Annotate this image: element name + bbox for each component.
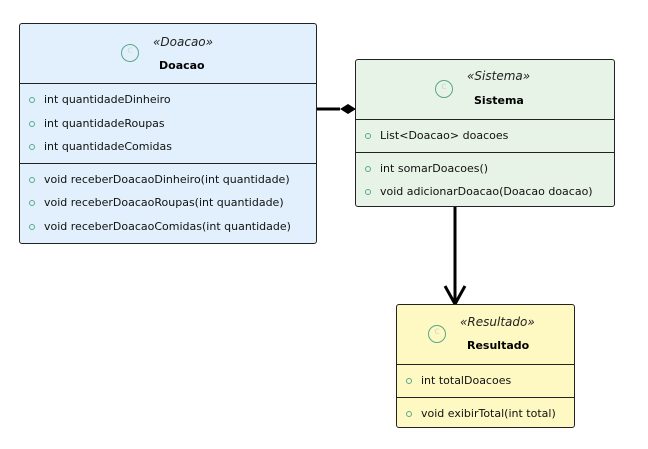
method-label: void exibirTotal(int total)	[421, 406, 556, 420]
class-name: Doacao	[159, 59, 205, 72]
method-label: void adicionarDoacao(Doacao doacao)	[380, 185, 593, 198]
method-visibility-icon	[29, 176, 35, 183]
method-row: void adicionarDoacao(Doacao doacao)	[356, 180, 614, 204]
method-label: int somarDoacoes()	[380, 161, 489, 175]
method-row: int somarDoacoes()	[356, 157, 614, 181]
class-box-resultado[interactable]: «Resultado» Resultado int totalDoacoes v…	[396, 304, 575, 428]
method-row: void receberDoacaoRoupas(int quantidade)	[20, 191, 316, 215]
methods-section: int somarDoacoes() void adicionarDoacao(…	[356, 153, 614, 208]
field-visibility-icon	[365, 133, 371, 139]
class-name: Sistema	[474, 94, 524, 107]
attribute-row: int totalDoacoes	[397, 369, 574, 393]
methods-section: void exibirTotal(int total)	[397, 398, 574, 430]
methods-section: void receberDoacaoDinheiro(int quantidad…	[20, 164, 316, 243]
attribute-row: int quantidadeRoupas	[20, 112, 316, 136]
field-visibility-icon	[29, 97, 35, 103]
class-c-icon	[121, 44, 139, 62]
field-visibility-icon	[29, 120, 35, 127]
attribute-row: List<Doacao> doacoes	[356, 124, 614, 148]
attribute-label: int quantidadeDinheiro	[44, 93, 171, 106]
field-visibility-icon	[406, 378, 412, 384]
attribute-label: int quantidadeComidas	[44, 140, 172, 153]
class-header-resultado: «Resultado» Resultado	[397, 305, 574, 365]
class-c-icon	[435, 80, 453, 98]
method-visibility-icon	[406, 410, 412, 417]
method-row: void receberDoacaoComidas(int quantidade…	[20, 215, 316, 239]
method-visibility-icon	[29, 200, 35, 206]
attribute-row: int quantidadeDinheiro	[20, 88, 316, 112]
class-box-doacao[interactable]: «Doacao» Doacao int quantidadeDinheiro i…	[19, 23, 317, 244]
class-stereotype: «Resultado»	[460, 315, 535, 329]
method-visibility-icon	[29, 223, 35, 230]
method-row: void receberDoacaoDinheiro(int quantidad…	[20, 168, 316, 192]
method-visibility-icon	[365, 165, 371, 172]
attributes-section: List<Doacao> doacoes	[356, 120, 614, 153]
method-label: void receberDoacaoDinheiro(int quantidad…	[44, 172, 290, 186]
attribute-label: int totalDoacoes	[421, 374, 512, 387]
class-c-icon	[428, 325, 446, 343]
class-header-doacao: «Doacao» Doacao	[20, 24, 316, 84]
class-header-sistema: «Sistema» Sistema	[356, 60, 614, 120]
attributes-section: int quantidadeDinheiro int quantidadeRou…	[20, 84, 316, 164]
attribute-label: List<Doacao> doacoes	[380, 129, 509, 142]
class-stereotype: «Sistema»	[467, 69, 531, 83]
method-visibility-icon	[365, 189, 371, 195]
class-box-sistema[interactable]: «Sistema» Sistema List<Doacao> doacoes i…	[355, 59, 615, 207]
class-name: Resultado	[467, 339, 530, 352]
class-stereotype: «Doacao»	[153, 35, 214, 49]
method-label: void receberDoacaoComidas(int quantidade…	[44, 219, 291, 233]
attribute-row: int quantidadeComidas	[20, 135, 316, 159]
attributes-section: int totalDoacoes	[397, 365, 574, 398]
attribute-label: int quantidadeRoupas	[44, 116, 165, 130]
method-row: void exibirTotal(int total)	[397, 402, 574, 426]
method-label: void receberDoacaoRoupas(int quantidade)	[44, 196, 284, 209]
field-visibility-icon	[29, 144, 35, 150]
composition-diamond	[340, 104, 356, 114]
